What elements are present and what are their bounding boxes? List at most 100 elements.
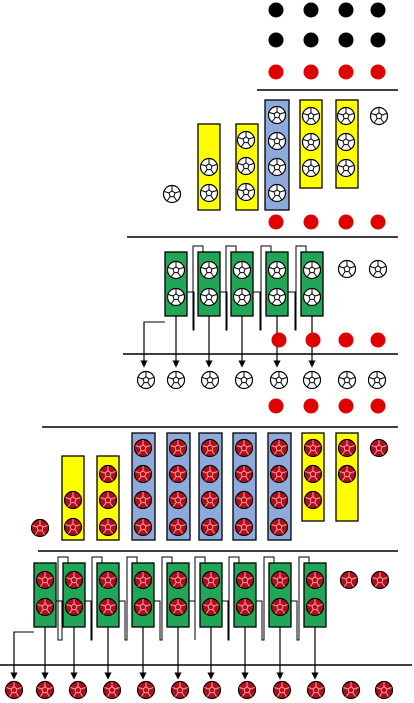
connector-line (13, 631, 34, 640)
divider-lines (0, 89, 412, 666)
connector-line (119, 556, 138, 641)
soccer-ball-icon (200, 438, 220, 458)
soccer-ball-icon (269, 438, 289, 458)
red-dot (370, 398, 386, 414)
soccer-ball-icon (63, 490, 83, 510)
red-dot (268, 398, 284, 414)
soccer-ball-icon (201, 570, 221, 590)
soccer-ball-icon (336, 106, 356, 126)
soccer-ball-icon (199, 183, 219, 203)
red-dot (305, 332, 321, 348)
soccer-ball-icon (270, 570, 290, 590)
soccer-ball-icon (367, 370, 387, 390)
soccer-ball-icon (200, 464, 220, 484)
soccer-ball-icon (303, 490, 323, 510)
soccer-ball-icon (374, 680, 394, 700)
soccer-ball-icon (336, 132, 356, 152)
soccer-ball-icon (133, 464, 153, 484)
connector-line (85, 556, 103, 641)
red-dot (303, 64, 319, 80)
red-dot (338, 332, 354, 348)
soccer-ball-icon (168, 490, 188, 510)
soccer-ball-icon (35, 570, 55, 590)
soccer-ball-icon (170, 680, 190, 700)
soccer-ball-icon (133, 570, 153, 590)
soccer-ball-icon (63, 517, 83, 537)
soccer-ball-icon (337, 370, 357, 390)
soccer-ball-icon (370, 570, 390, 590)
red-dot (268, 64, 284, 80)
soccer-ball-icon (337, 259, 357, 279)
soccer-ball-icon (68, 680, 88, 700)
soccer-ball-icon (98, 464, 118, 484)
red-dot (370, 332, 386, 348)
soccer-ball-icon (301, 158, 321, 178)
soccer-ball-icon (200, 370, 220, 390)
soccer-ball-icon (337, 464, 357, 484)
connector-line (291, 556, 310, 641)
soccer-ball-icon (168, 438, 188, 458)
soccer-ball-icon (30, 518, 50, 538)
red-dot (370, 64, 386, 80)
soccer-ball-icon (339, 570, 359, 590)
soccer-ball-icon (201, 597, 221, 617)
blue-column (166, 432, 191, 541)
soccer-ball-icon (236, 130, 256, 150)
soccer-ball-icon (302, 287, 322, 307)
soccer-ball-icon (234, 438, 254, 458)
soccer-ball-icon (166, 260, 186, 280)
connector-line (256, 556, 275, 641)
soccer-ball-icon (369, 438, 389, 458)
soccer-ball-icon (235, 597, 255, 617)
connector-line (143, 321, 165, 330)
black-dot (303, 32, 319, 48)
soccer-ball-icon (272, 680, 292, 700)
soccer-ball-icon (336, 158, 356, 178)
red-dot (370, 214, 386, 230)
soccer-ball-icon (237, 680, 257, 700)
red-dot (338, 64, 354, 80)
soccer-ball-icon (4, 680, 24, 700)
column-boxes (33, 99, 359, 628)
soccer-ball-icon (267, 260, 287, 280)
soccer-ball-icon (200, 517, 220, 537)
soccer-ball-icon (199, 287, 219, 307)
soccer-ball-icon (162, 184, 182, 204)
soccer-ball-icon (234, 517, 254, 537)
connector-line (189, 556, 206, 640)
soccer-ball-icon (269, 517, 289, 537)
soccer-ball-icon (234, 464, 254, 484)
red-dot (338, 398, 354, 414)
red-dot (303, 214, 319, 230)
soccer-ball-icon (35, 597, 55, 617)
soccer-ball-icon (64, 570, 84, 590)
soccer-ball-icon (341, 680, 361, 700)
black-dot (268, 32, 284, 48)
soccer-ball-icon (199, 260, 219, 280)
soccer-ball-icon (306, 680, 326, 700)
soccer-ball-icon (202, 680, 222, 700)
soccer-ball-icon (232, 260, 252, 280)
soccer-ball-icon (199, 157, 219, 177)
soccer-ball-icon (269, 370, 289, 390)
soccer-ball-icon (168, 597, 188, 617)
black-dot (338, 2, 354, 18)
soccer-ball-icon (98, 517, 118, 537)
red-dot (268, 214, 284, 230)
soccer-ball-icon (267, 287, 287, 307)
black-dot (370, 2, 386, 18)
connector-line (220, 245, 237, 331)
soccer-ball-icon (368, 259, 388, 279)
soccer-ball-icon (267, 105, 287, 125)
soccer-ball-icon (236, 156, 256, 176)
soccer-ball-icon (301, 106, 321, 126)
soccer-ball-icon (303, 438, 323, 458)
soccer-ball-icon (267, 183, 287, 203)
soccer-ball-icon (301, 132, 321, 152)
connector-lines (10, 245, 319, 680)
soccer-ball-icon (305, 597, 325, 617)
soccer-ball-icon (102, 680, 122, 700)
soccer-ball-icon (369, 106, 389, 126)
soccer-ball-icon (133, 438, 153, 458)
